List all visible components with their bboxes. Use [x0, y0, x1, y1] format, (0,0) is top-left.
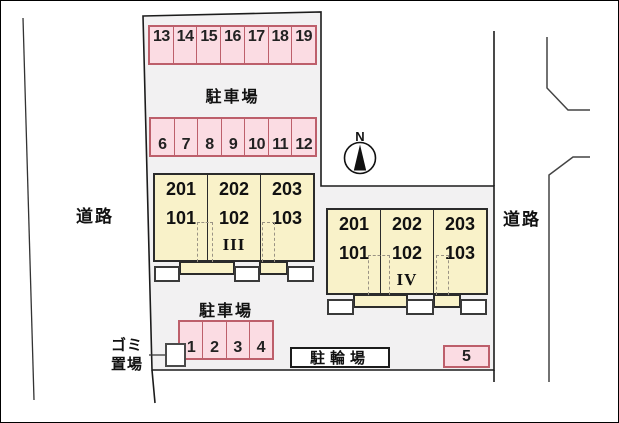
building4-door-mark [368, 255, 390, 295]
building4-porch [406, 299, 434, 315]
building3-roman-numeral: III [222, 235, 246, 254]
compass-north-arrow-icon [353, 144, 367, 171]
parking-row-13-19: 13 14 15 16 17 18 19 [148, 25, 317, 65]
building3-door-mark [197, 222, 213, 262]
building4-unit-middle: 202 102 IV [380, 210, 433, 293]
parking-stall: 14 [172, 27, 197, 63]
unit-number: 103 [271, 208, 303, 228]
parking-stall: 17 [243, 27, 268, 63]
unit-number: 203 [271, 179, 303, 199]
unit-number: 202 [218, 179, 250, 199]
building4-entry-step [353, 294, 408, 308]
building4-unit-left: 201 101 [328, 210, 380, 293]
building3-entry-step [179, 261, 235, 275]
parking-stall: 10 [244, 119, 268, 155]
parking-stall: 4 [248, 322, 272, 358]
building3-unit-middle: 202 102 III [207, 175, 260, 260]
building3-porch [234, 266, 260, 282]
parking-stall: 16 [220, 27, 244, 63]
unit-number: 201 [338, 214, 370, 234]
building4-entry-step [433, 294, 461, 308]
parking-stall: 15 [196, 27, 220, 63]
parking-stall: 11 [267, 119, 292, 155]
parking-lot-label-top: 駐車場 [205, 89, 260, 106]
unit-number: 102 [218, 208, 250, 228]
garbage-label-line1: ゴミ [110, 337, 143, 354]
parking-stall: 8 [197, 119, 221, 155]
building4-roman-numeral: IV [396, 270, 418, 289]
building4-unit-right: 203 103 [433, 210, 486, 293]
garbage-area-label: ゴミ 置場 [103, 336, 151, 374]
building-4: 201 101 202 102 IV 203 103 [326, 208, 488, 295]
unit-number: 201 [165, 179, 197, 199]
parking-stall: 9 [220, 119, 245, 155]
parking-stall: 12 [291, 119, 315, 155]
unit-number: 102 [391, 243, 423, 263]
parking-stall: 3 [225, 322, 249, 358]
bicycle-parking-box: 駐輪場 [290, 347, 390, 368]
building3-unit-right: 203 103 [260, 175, 313, 260]
road-label-left: 道路 [76, 207, 114, 226]
parking-stall: 18 [267, 27, 292, 63]
parking-stall: 19 [291, 27, 315, 63]
building-3: 201 101 202 102 III 203 103 [153, 173, 315, 262]
parking-lot-label-bottom: 駐車場 [198, 303, 253, 320]
parking-row-6-12: 6 7 8 9 10 11 12 [149, 117, 317, 157]
far-right-road-edge-upper [546, 37, 590, 111]
parking-stall: 2 [202, 322, 225, 358]
unit-number: 101 [338, 243, 370, 263]
garbage-label-line2: 置場 [110, 356, 143, 373]
road-label-right: 道路 [503, 210, 541, 229]
compass-north-label: N [355, 129, 365, 144]
far-right-road-edge-lower [548, 156, 590, 382]
building3-door-mark [262, 222, 275, 262]
building3-unit-left: 201 101 [155, 175, 207, 260]
left-boundary-extension-line [151, 369, 156, 404]
unit-number: 202 [391, 214, 423, 234]
building4-porch [327, 299, 354, 315]
unit-number: 103 [444, 243, 476, 263]
unit-number: 101 [165, 208, 197, 228]
building3-porch [287, 266, 314, 282]
left-road-edge-line [22, 17, 35, 401]
garbage-box [165, 343, 186, 367]
parking-row-1-4: 1 2 3 4 [178, 320, 274, 360]
building4-porch [460, 299, 487, 315]
parking-stall: 6 [158, 136, 167, 153]
parking-stall: 1 [186, 339, 196, 356]
parking-stall-5: 5 [443, 345, 490, 368]
unit-number: 203 [444, 214, 476, 234]
building4-door-mark [436, 255, 449, 295]
compass [343, 141, 377, 175]
parking-stall: 7 [173, 119, 198, 155]
parking-stall: 13 [152, 28, 170, 45]
building3-porch [154, 266, 180, 282]
building3-entry-step [259, 261, 288, 275]
